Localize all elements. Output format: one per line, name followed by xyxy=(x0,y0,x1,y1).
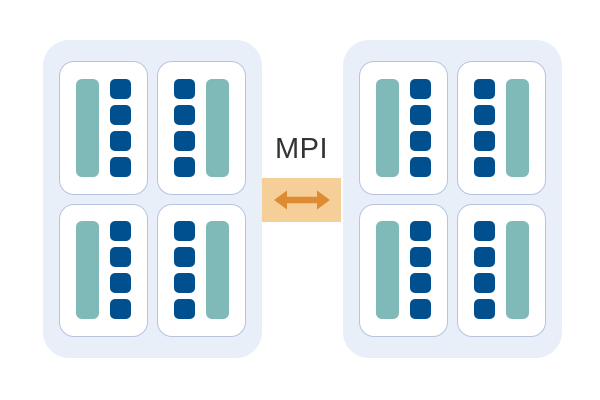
core-stack xyxy=(474,78,495,177)
core-unit xyxy=(410,104,431,125)
memory-bar xyxy=(206,78,229,177)
core-unit xyxy=(174,247,195,268)
core-unit xyxy=(110,130,131,151)
core-unit xyxy=(474,221,495,242)
cluster-panel-left xyxy=(43,40,262,358)
memory-bar xyxy=(76,221,99,320)
core-unit xyxy=(174,221,195,242)
core-unit xyxy=(474,156,495,177)
core-unit xyxy=(410,247,431,268)
mpi-label: MPI xyxy=(274,133,329,165)
core-unit xyxy=(110,78,131,99)
core-unit xyxy=(474,273,495,294)
core-stack xyxy=(174,221,195,320)
memory-bar xyxy=(76,78,99,177)
core-unit xyxy=(474,299,495,320)
node-card[interactable] xyxy=(157,203,246,337)
node-card[interactable] xyxy=(59,61,148,195)
memory-bar xyxy=(376,78,399,177)
node-card[interactable] xyxy=(359,61,448,195)
memory-bar xyxy=(506,78,529,177)
core-unit xyxy=(174,273,195,294)
core-unit xyxy=(110,273,131,294)
core-unit xyxy=(174,299,195,320)
core-stack xyxy=(110,221,131,320)
core-unit xyxy=(474,78,495,99)
core-stack xyxy=(474,221,495,320)
core-unit xyxy=(110,156,131,177)
node-card[interactable] xyxy=(457,61,546,195)
memory-bar xyxy=(506,221,529,320)
core-unit xyxy=(174,78,195,99)
node-grid-left xyxy=(43,40,262,358)
core-unit xyxy=(110,104,131,125)
cluster-panel-right xyxy=(343,40,562,358)
core-stack xyxy=(410,221,431,320)
memory-bar xyxy=(206,221,229,320)
core-unit xyxy=(410,130,431,151)
mpi-link-band xyxy=(262,178,341,222)
core-unit xyxy=(474,104,495,125)
node-card[interactable] xyxy=(359,203,448,337)
core-unit xyxy=(174,156,195,177)
node-grid-right xyxy=(343,40,562,358)
core-stack xyxy=(174,78,195,177)
core-unit xyxy=(410,78,431,99)
node-card[interactable] xyxy=(59,203,148,337)
core-unit xyxy=(110,299,131,320)
core-unit xyxy=(474,247,495,268)
double-headed-horizontal-arrow-icon xyxy=(273,187,331,213)
node-card[interactable] xyxy=(457,203,546,337)
core-stack xyxy=(110,78,131,177)
core-stack xyxy=(410,78,431,177)
core-unit xyxy=(410,273,431,294)
core-unit xyxy=(410,299,431,320)
memory-bar xyxy=(376,221,399,320)
core-unit xyxy=(474,130,495,151)
core-unit xyxy=(110,247,131,268)
core-unit xyxy=(174,104,195,125)
core-unit xyxy=(410,156,431,177)
core-unit xyxy=(110,221,131,242)
core-unit xyxy=(174,130,195,151)
node-card[interactable] xyxy=(157,61,246,195)
core-unit xyxy=(410,221,431,242)
